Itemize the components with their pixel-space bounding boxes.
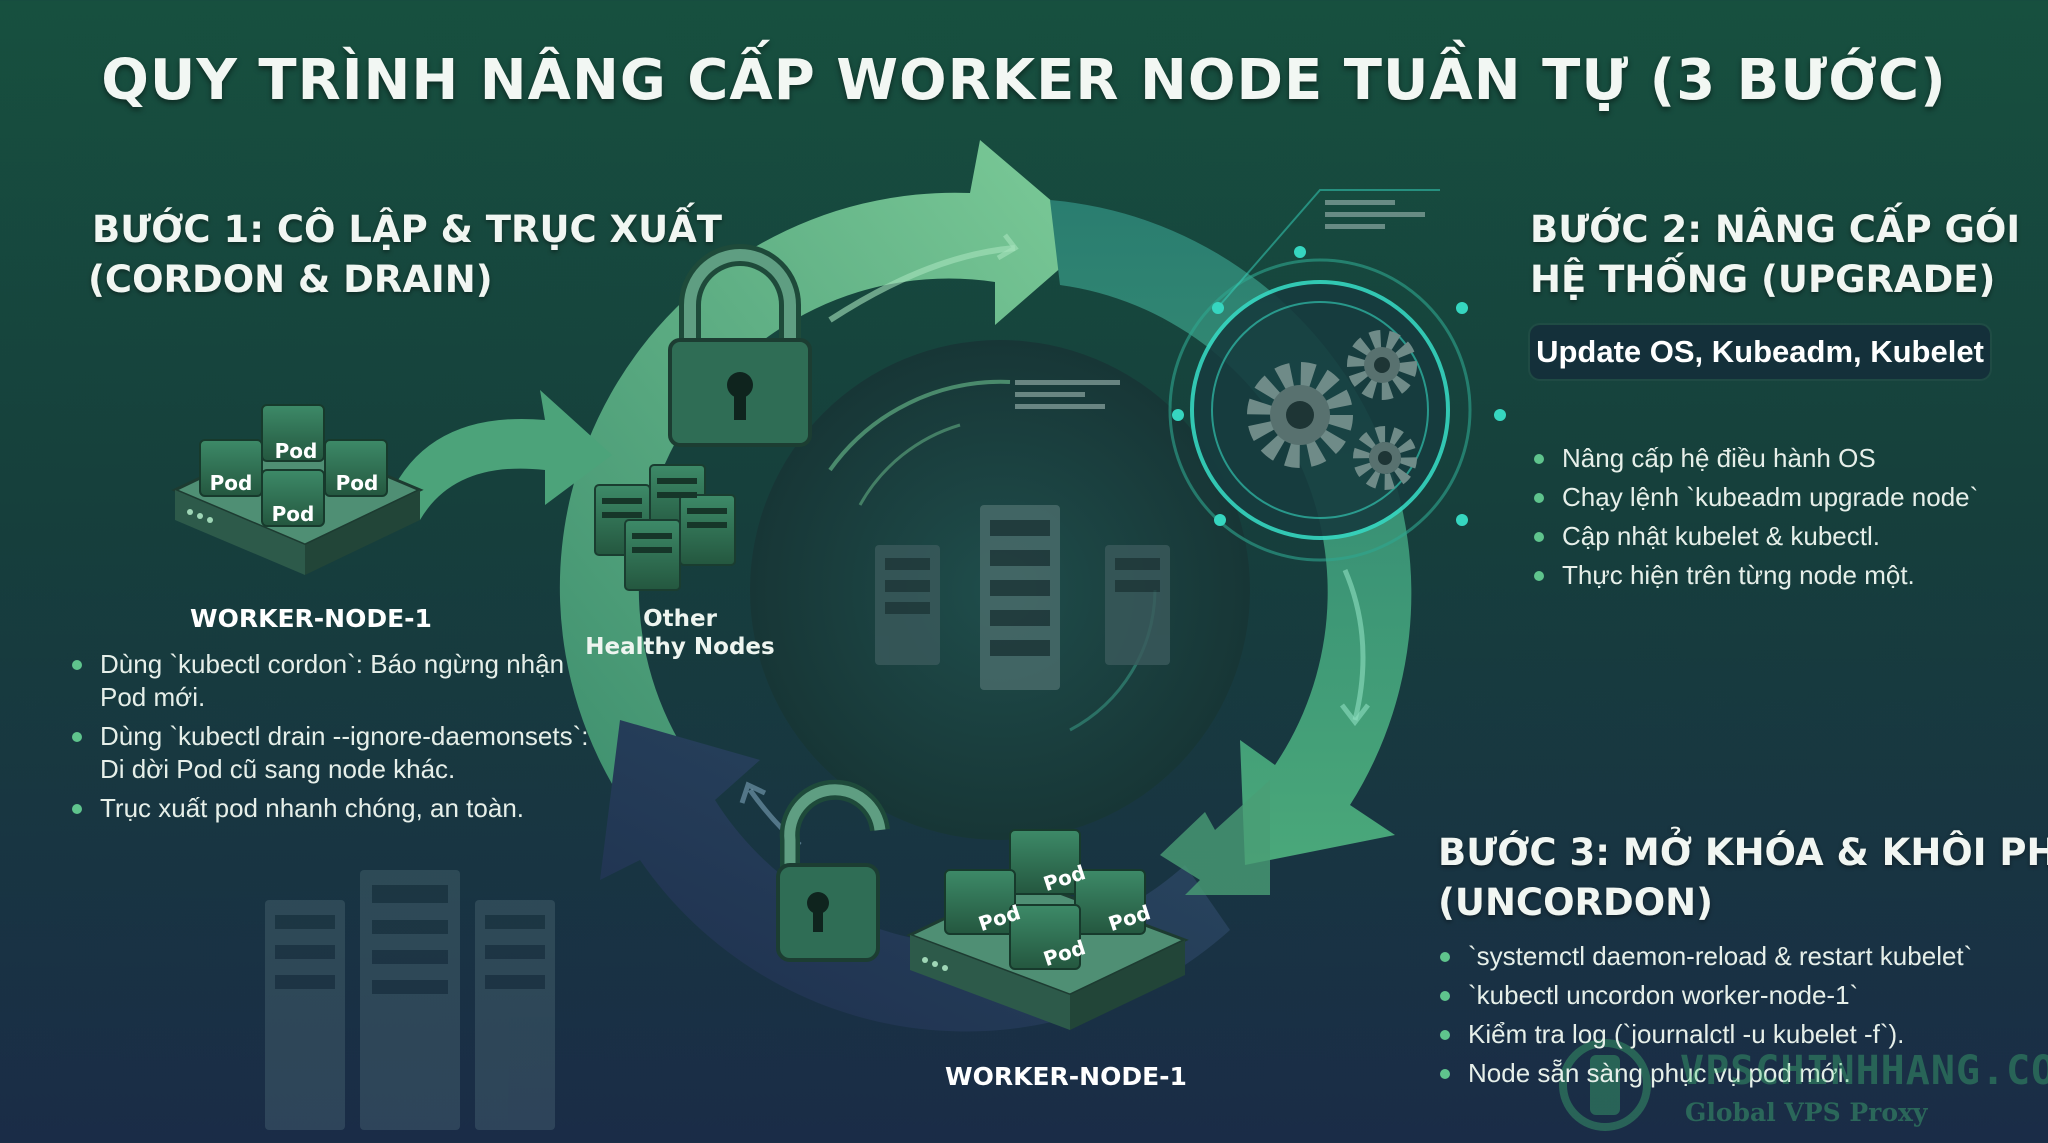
step3-heading: BƯỚC 3: MỞ KHÓA & KHÔI PHỤC (UNCORDON) <box>1438 828 2048 928</box>
step2-bullet: Thực hiện trên từng node một. <box>1532 559 2012 592</box>
watermark-logo-icon <box>1559 1039 1651 1131</box>
pod-label: Pod <box>275 439 318 463</box>
lock-closed-icon <box>668 244 812 447</box>
step2-heading-line2: HỆ THỐNG (UPGRADE) <box>1530 258 1996 301</box>
watermark-site: VPSCHINHHANG.COM <box>1680 1048 2048 1094</box>
evict-arrow <box>390 390 612 520</box>
step1-bullet: Dùng `kubectl drain --ignore-daemonsets`… <box>70 720 610 786</box>
step2-bullet: Nâng cấp hệ điều hành OS <box>1532 442 2012 475</box>
step2-bullets: Nâng cấp hệ điều hành OS Chạy lệnh `kube… <box>1532 442 2012 598</box>
step3-bullet: `kubectl uncordon worker-node-1` <box>1438 979 2038 1012</box>
worker-node-step3: Pod Pod Pod Pod <box>906 829 1189 1030</box>
step2-heading: BƯỚC 2: NÂNG CẤP GÓI HỆ THỐNG (UPGRADE) <box>1530 205 2020 305</box>
pod-label: Pod <box>336 471 379 495</box>
step2-bullet: Cập nhật kubelet & kubectl. <box>1532 520 2012 553</box>
step1-node-label: WORKER-NODE-1 <box>190 604 432 633</box>
other-nodes-label-line1: Other <box>643 606 717 632</box>
pod-label: Pod <box>272 502 315 526</box>
other-nodes-label: Other Healthy Nodes <box>580 605 780 661</box>
background-servers <box>265 870 555 1130</box>
step2-badge: Update OS, Kubeadm, Kubelet <box>1530 325 1990 379</box>
central-servers-icon <box>875 505 1170 690</box>
worker-node-step1: Pod Pod Pod Pod <box>171 404 424 575</box>
step3-bullets: `systemctl daemon-reload & restart kubel… <box>1438 940 2038 1096</box>
pod-label: Pod <box>210 471 253 495</box>
gears-icon <box>1015 189 1506 562</box>
step3-heading-line1: BƯỚC 3: MỞ KHÓA & KHÔI PHỤC <box>1438 831 2048 874</box>
step3-bullet: Kiểm tra log (`journalctl -u kubelet -f`… <box>1438 1018 2038 1051</box>
step1-heading: BƯỚC 1: CÔ LẬP & TRỤC XUẤT (CORDON & DRA… <box>88 205 722 305</box>
other-nodes-cluster <box>594 464 736 591</box>
step3-heading-line2: (UNCORDON) <box>1438 881 1714 924</box>
step1-bullets: Dùng `kubectl cordon`: Báo ngừng nhận Po… <box>70 648 610 831</box>
watermark-tagline: Global VPS Proxy <box>1685 1098 1928 1127</box>
step1-heading-line1: BƯỚC 1: CÔ LẬP & TRỤC XUẤT <box>92 208 722 251</box>
step3-bullet: `systemctl daemon-reload & restart kubel… <box>1438 940 2038 973</box>
other-nodes-label-line2: Healthy Nodes <box>585 634 775 660</box>
step2-heading-line1: BƯỚC 2: NÂNG CẤP GÓI <box>1530 208 2021 251</box>
step2-bullet: Chạy lệnh `kubeadm upgrade node` <box>1532 481 2012 514</box>
step1-heading-line2: (CORDON & DRAIN) <box>88 258 493 301</box>
step3-node-label: WORKER-NODE-1 <box>945 1062 1187 1091</box>
step1-bullet: Trục xuất pod nhanh chóng, an toàn. <box>70 792 610 825</box>
step1-bullet: Dùng `kubectl cordon`: Báo ngừng nhận Po… <box>70 648 610 714</box>
page-title: QUY TRÌNH NÂNG CẤP WORKER NODE TUẦN TỰ (… <box>101 48 1947 113</box>
lock-open-icon <box>776 779 890 962</box>
step3-bullet: Node sẵn sàng phục vụ pod mới. <box>1438 1057 2038 1090</box>
